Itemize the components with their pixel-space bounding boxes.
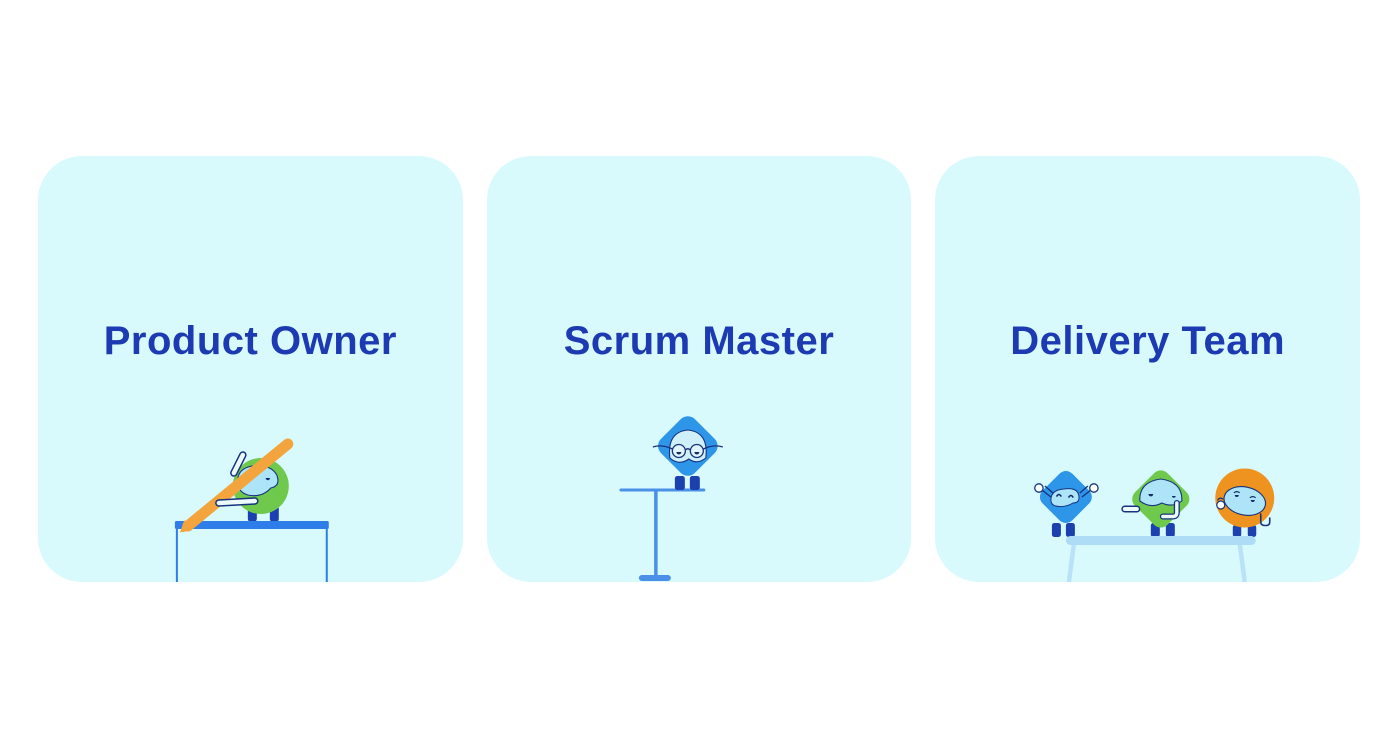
orange-pencil [179,438,294,533]
blue-character-feet [674,476,700,490]
card-title-delivery-team: Delivery Team [1010,319,1286,363]
scrum-master-illustration [619,416,723,581]
hook-hand [1260,513,1271,527]
green-diamond-character-pointing [1121,470,1190,537]
bench-legs [1067,543,1248,582]
blue-whiteboard-table [174,521,329,582]
left-fist [1034,483,1045,493]
delivery-team-illustration [1034,468,1275,582]
scrum-master-eyes [676,452,700,455]
light-blue-bench [1066,536,1257,545]
role-cards-row: Product Owner [38,156,1361,582]
card-title-scrum-master: Scrum Master [563,319,835,363]
right-fist [1089,483,1100,493]
blue-stand [619,488,706,581]
card-title-product-owner: Product Owner [103,319,397,363]
card-scrum-master[interactable]: Scrum Master [486,156,912,582]
product-owner-illustration [174,438,329,582]
green-character-arms [215,451,259,507]
orange-round-character [1215,468,1275,537]
card-delivery-team[interactable]: Delivery Team [935,156,1361,582]
blue-diamond-character-cheering [1034,471,1100,537]
card-product-owner[interactable]: Product Owner [38,156,463,582]
thumbs-up-hand [1216,500,1226,510]
glasses [652,443,723,459]
